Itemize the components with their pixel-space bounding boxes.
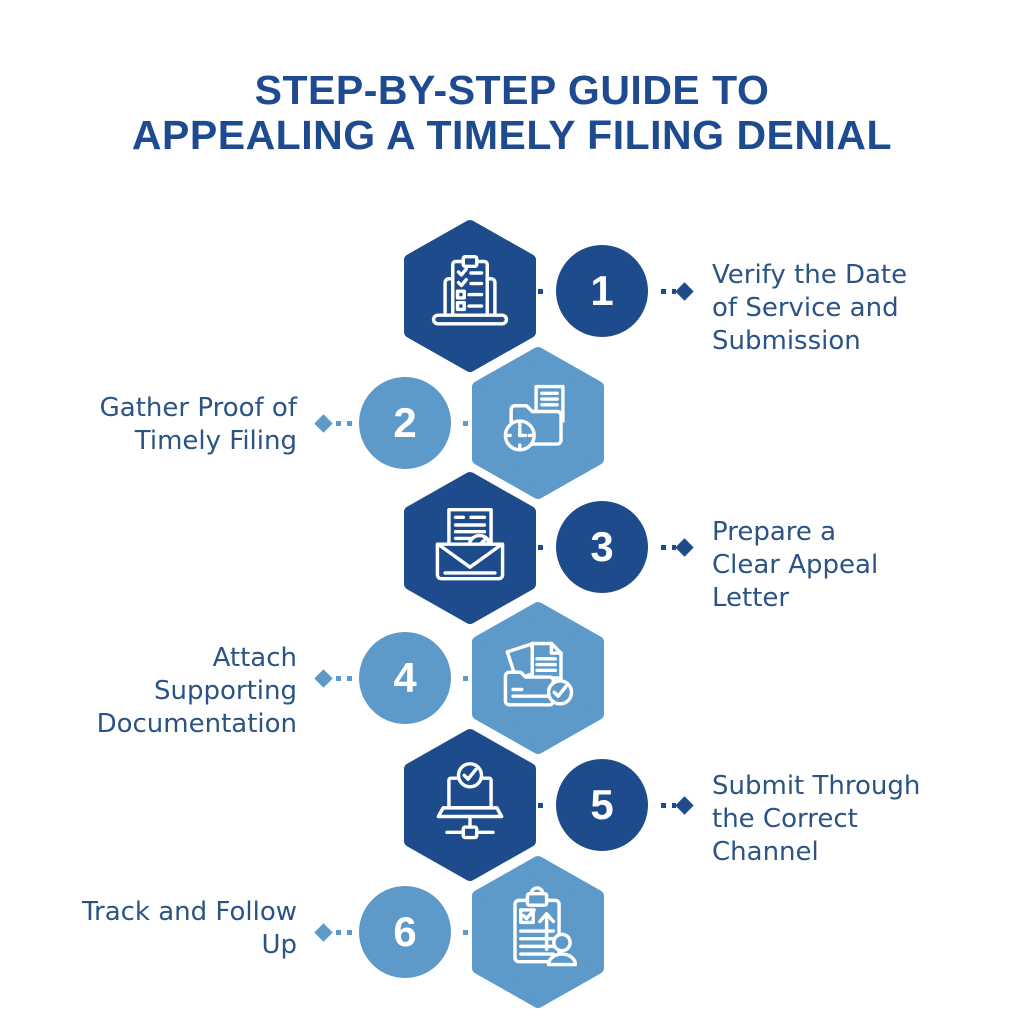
appeal-letter-envelope-icon <box>404 472 536 624</box>
laptop-check-network-icon <box>404 729 536 881</box>
connector-dots <box>516 289 558 294</box>
connector-dots <box>336 676 359 681</box>
step-5-label: Submit Through the Correct Channel <box>712 771 921 867</box>
clipboard-person-arrow-icon <box>472 856 604 1008</box>
connector-dots <box>452 421 478 426</box>
connector-dots <box>336 930 359 935</box>
step-6-hexagon <box>472 856 604 1008</box>
connector-dots <box>516 803 558 808</box>
connector-dots <box>650 803 676 808</box>
connector-diamond <box>675 538 694 557</box>
step-6-number-badge: 6 <box>359 886 451 978</box>
step-5-hexagon <box>396 721 544 889</box>
connector-dots <box>336 421 359 426</box>
connector-diamond <box>314 923 333 942</box>
step-1-number-badge: 1 <box>556 245 648 337</box>
connector-dots <box>650 545 676 550</box>
connector-diamond <box>314 414 333 433</box>
connector-diamond <box>675 796 694 815</box>
step-4-label: Attach Supporting Documentation <box>96 643 297 739</box>
connector-dots <box>516 545 558 550</box>
step-1-label: Verify the Date of Service and Submissio… <box>712 260 908 356</box>
connector-dots <box>452 676 478 681</box>
step-3-label: Prepare a Clear Appeal Letter <box>712 517 879 613</box>
step-3-number-badge: 3 <box>556 501 648 593</box>
connector-diamond <box>675 282 694 301</box>
step-5-number-badge: 5 <box>556 759 648 851</box>
connector-dots <box>650 289 676 294</box>
connector-dots <box>452 930 478 935</box>
step-2-label: Gather Proof of Timely Filing <box>99 393 297 456</box>
laptop-checklist-icon <box>404 220 536 372</box>
step-2-hexagon <box>472 347 604 499</box>
connector-diamond <box>314 669 333 688</box>
step-6-label: Track and Follow Up <box>81 897 297 960</box>
step-2-number-badge: 2 <box>359 377 451 469</box>
step-3-hexagon <box>396 464 544 632</box>
step-1-hexagon <box>396 212 544 380</box>
folder-clock-icon <box>472 347 604 499</box>
folder-documents-check-icon <box>472 602 604 754</box>
step-4-number-badge: 4 <box>359 632 451 724</box>
step-4-hexagon <box>472 602 604 754</box>
page-title: STEP-BY-STEP GUIDE TO APPEALING A TIMELY… <box>131 67 893 158</box>
